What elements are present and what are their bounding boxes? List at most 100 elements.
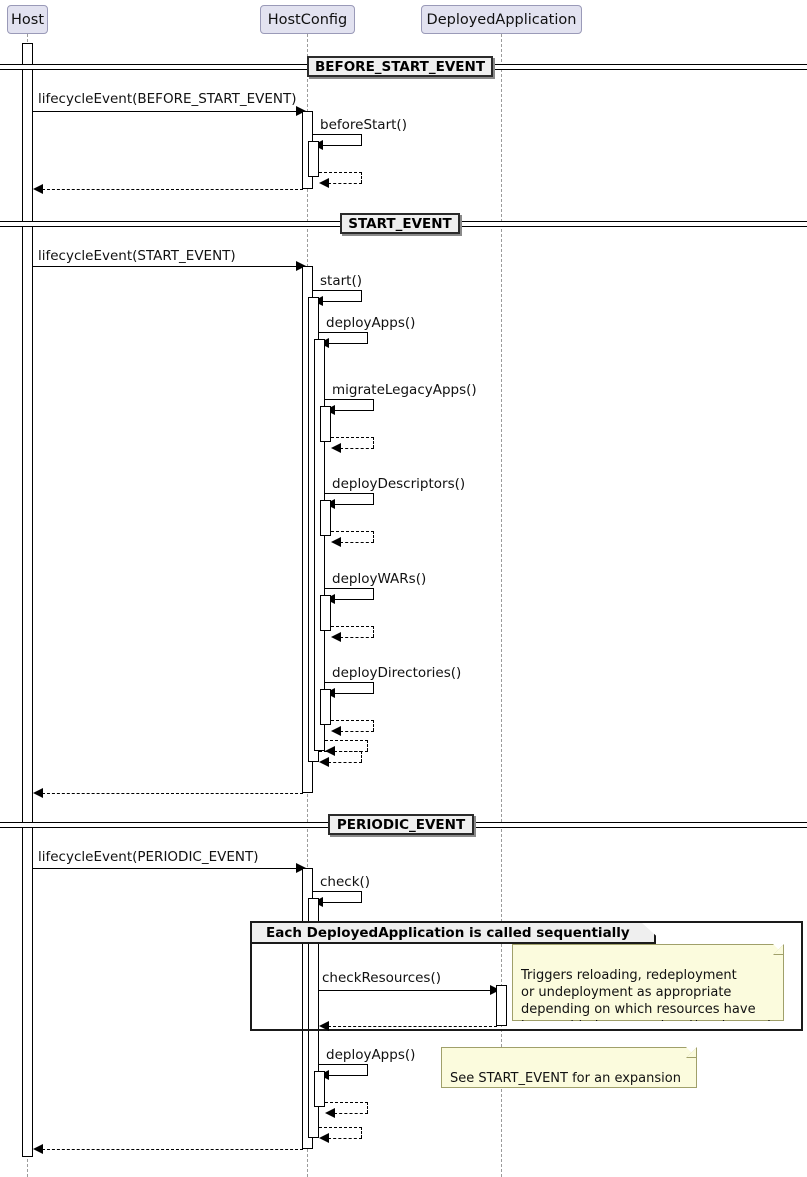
message-line-m13-bottom bbox=[340, 637, 374, 638]
message-vert-m2 bbox=[361, 134, 362, 145]
message-line-m25-bottom bbox=[328, 1138, 362, 1139]
message-line-m9-bottom bbox=[340, 448, 374, 449]
section-label-periodic-text: PERIODIC_EVENT bbox=[336, 816, 466, 833]
message-arrowhead-m22 bbox=[319, 1021, 329, 1031]
message-line-m12-bottom bbox=[334, 599, 374, 600]
message-vert-m17 bbox=[361, 751, 362, 762]
message-arrowhead-m21 bbox=[490, 985, 500, 995]
message-vert-m3 bbox=[361, 172, 362, 183]
message-label-checkresources: checkResources() bbox=[322, 970, 442, 986]
activation-host bbox=[22, 43, 33, 1157]
participant-host[interactable]: Host bbox=[7, 5, 48, 34]
message-label-beforestart: beforeStart() bbox=[320, 117, 407, 133]
note-deployapps: See START_EVENT for an expansion of the … bbox=[441, 1047, 697, 1088]
message-line-m1 bbox=[33, 111, 297, 112]
message-label-lifecycle-before-start: lifecycleEvent(BEFORE_START_EVENT) bbox=[38, 91, 297, 107]
activation-hostconfig-l4-deploywars bbox=[320, 595, 331, 631]
note-checkresources: Triggers reloading, redeployment or unde… bbox=[512, 944, 784, 1021]
note-deployapps-fold-inner bbox=[687, 1048, 696, 1057]
message-vert-m9 bbox=[373, 437, 374, 448]
message-vert-m7 bbox=[367, 332, 368, 343]
message-arrowhead-m18 bbox=[33, 788, 43, 798]
message-label-migratelegacyapps: migrateLegacyApps() bbox=[332, 382, 477, 398]
note-checkresources-fold-inner bbox=[774, 945, 783, 954]
message-line-m16-top bbox=[325, 740, 368, 741]
message-line-m26 bbox=[42, 1149, 303, 1150]
message-arrowhead-m9 bbox=[331, 443, 341, 453]
message-line-m14-top bbox=[325, 682, 374, 683]
message-vert-m12 bbox=[373, 588, 374, 599]
message-arrowhead-m19 bbox=[296, 863, 306, 873]
message-arrowhead-m4 bbox=[33, 184, 43, 194]
message-line-m25-top bbox=[319, 1127, 362, 1128]
message-arrowhead-m3 bbox=[319, 178, 329, 188]
message-line-m7-top bbox=[319, 332, 368, 333]
message-line-m6-bottom bbox=[322, 301, 362, 302]
participant-hostconfig[interactable]: HostConfig bbox=[260, 5, 355, 34]
message-label-check: check() bbox=[320, 874, 371, 890]
message-line-m22 bbox=[328, 1026, 497, 1027]
message-vert-m20 bbox=[361, 891, 362, 902]
section-label-start-text: START_EVENT bbox=[348, 215, 452, 232]
message-line-m18 bbox=[42, 793, 303, 794]
activation-hostconfig-l4-deploydirectories bbox=[320, 689, 331, 725]
message-line-m17-top bbox=[319, 751, 362, 752]
message-vert-m23 bbox=[367, 1064, 368, 1075]
message-label-deployapps-periodic: deployApps() bbox=[326, 1047, 416, 1063]
message-arrowhead-m26 bbox=[33, 1144, 43, 1154]
message-arrowhead-m13 bbox=[331, 632, 341, 642]
message-vert-m8 bbox=[373, 399, 374, 410]
lifeline-deployedapplication bbox=[501, 34, 502, 1177]
message-line-m9-top bbox=[331, 437, 374, 438]
activation-hostconfig-l4-migratelegacyapps bbox=[320, 406, 331, 442]
section-label-before-start-text: BEFORE_START_EVENT bbox=[314, 58, 486, 75]
activation-hostconfig-l2-beforestart bbox=[308, 141, 319, 177]
message-line-m11-bottom bbox=[340, 542, 374, 543]
message-line-m3-top bbox=[319, 172, 362, 173]
message-label-lifecycle-start: lifecycleEvent(START_EVENT) bbox=[38, 248, 236, 264]
message-line-m15-top bbox=[331, 720, 374, 721]
message-line-m17-bottom bbox=[328, 762, 362, 763]
message-label-deployapps-start: deployApps() bbox=[326, 315, 416, 331]
fragment-loop-header: Each DeployedApplication is called seque… bbox=[252, 923, 656, 944]
message-line-m7-bottom bbox=[328, 343, 368, 344]
message-line-m24-top bbox=[325, 1102, 368, 1103]
message-line-m2-top bbox=[313, 134, 362, 135]
message-arrowhead-m24 bbox=[325, 1108, 335, 1118]
activation-hostconfig-l3-deployapps-periodic bbox=[314, 1071, 325, 1107]
message-line-m19 bbox=[33, 868, 297, 869]
message-arrowhead-m17 bbox=[319, 757, 329, 767]
section-label-before-start: BEFORE_START_EVENT bbox=[307, 56, 493, 77]
message-line-m10-bottom bbox=[334, 504, 374, 505]
message-line-m3-bottom bbox=[328, 183, 362, 184]
message-vert-m11 bbox=[373, 531, 374, 542]
message-label-start-call: start() bbox=[320, 273, 362, 289]
message-line-m4 bbox=[42, 189, 303, 190]
message-line-m8-bottom bbox=[334, 410, 374, 411]
message-line-m8-top bbox=[325, 399, 374, 400]
message-line-m23-top bbox=[319, 1064, 368, 1065]
participant-deployedapplication[interactable]: DeployedApplication bbox=[421, 5, 582, 34]
message-vert-m24 bbox=[367, 1102, 368, 1113]
message-vert-m16 bbox=[367, 740, 368, 751]
message-label-deploydirectories: deployDirectories() bbox=[332, 665, 462, 681]
message-label-lifecycle-periodic: lifecycleEvent(PERIODIC_EVENT) bbox=[38, 849, 259, 865]
message-line-m24-bottom bbox=[334, 1113, 368, 1114]
message-line-m5 bbox=[33, 266, 297, 267]
fragment-loop-label: Each DeployedApplication is called seque… bbox=[266, 924, 630, 941]
message-arrowhead-m11 bbox=[331, 537, 341, 547]
message-label-deploywars: deployWARs() bbox=[332, 571, 427, 587]
message-line-m15-bottom bbox=[340, 731, 374, 732]
message-vert-m6 bbox=[361, 290, 362, 301]
fragment-loop-each-deployedapplication bbox=[250, 921, 803, 1031]
message-vert-m10 bbox=[373, 493, 374, 504]
message-line-m11-top bbox=[331, 531, 374, 532]
message-line-m21 bbox=[319, 990, 491, 991]
message-arrowhead-m25 bbox=[319, 1133, 329, 1143]
message-vert-m25 bbox=[361, 1127, 362, 1138]
participant-deployedapplication-label: DeployedApplication bbox=[426, 11, 577, 28]
activation-deployedapplication-checkresources bbox=[496, 985, 507, 1026]
message-line-m13-top bbox=[331, 626, 374, 627]
message-line-m2-bottom bbox=[322, 145, 362, 146]
